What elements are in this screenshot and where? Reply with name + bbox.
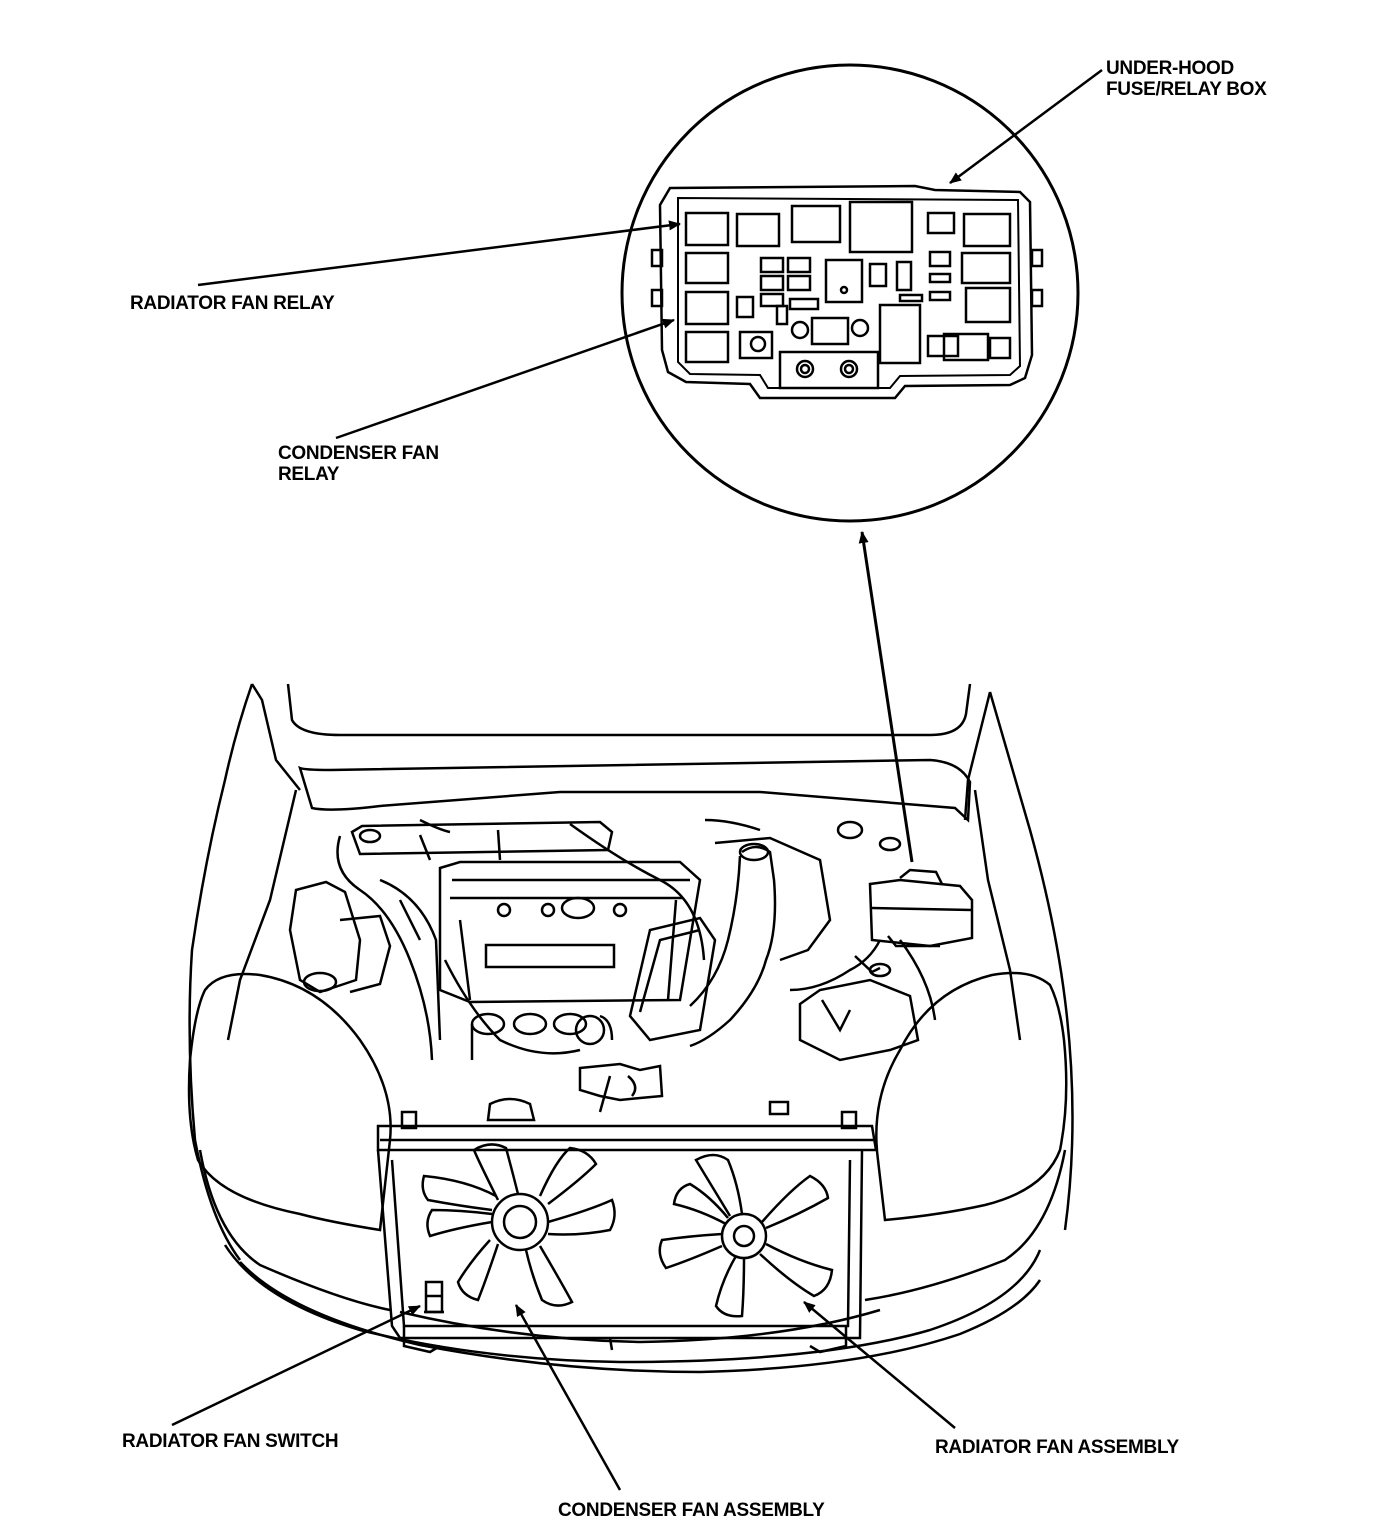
relay-slots [684,200,1012,390]
label-condenser-fan-relay: CONDENSER FAN RELAY [278,443,439,485]
condenser-fan [421,1143,616,1307]
radiator-fan [658,1153,834,1318]
leader-condenser-fan-relay [335,318,675,440]
leader-radiator-fan-relay [197,220,681,287]
label-under-hood-line-1: UNDER-HOOD [1106,58,1234,79]
label-radiator-fan-switch-text: RADIATOR FAN SWITCH [122,1431,339,1452]
leader-radiator-fan-assembly [803,1301,956,1429]
label-radiator-fan-assembly: RADIATOR FAN ASSEMBLY [935,1437,1179,1458]
leader-radiator-fan-switch [171,1304,421,1427]
zoom-detail-circle [620,63,1080,523]
vehicle-body-outline [187,683,1074,1374]
fuse-relay-box-detail [650,184,1044,400]
radiator-fan-relay-slot [684,211,730,247]
condenser-fan-relay-slot [684,290,730,326]
label-condenser-fan-assembly: CONDENSER FAN ASSEMBLY [558,1500,825,1521]
label-radiator-fan-relay-text: RADIATOR FAN RELAY [130,293,335,314]
label-condenser-fan-relay-line-2: RELAY [278,464,340,485]
label-radiator-fan-assembly-text: RADIATOR FAN ASSEMBLY [935,1437,1179,1458]
engine-components [288,818,974,1113]
label-condenser-fan-assembly-text: CONDENSER FAN ASSEMBLY [558,1500,825,1521]
radiator-shroud [376,1097,878,1354]
label-condenser-fan-relay-line-1: CONDENSER FAN [278,443,439,464]
label-radiator-fan-relay: RADIATOR FAN RELAY [130,293,335,314]
label-under-hood-fuse-relay-box: UNDER-HOOD FUSE/RELAY BOX [1106,58,1267,100]
label-radiator-fan-switch: RADIATOR FAN SWITCH [122,1431,339,1452]
leader-condenser-fan-assembly [514,1304,622,1491]
leader-under-hood-box [949,68,1103,185]
leader-zoom-pointer [858,531,914,863]
label-under-hood-line-2: FUSE/RELAY BOX [1106,79,1267,100]
